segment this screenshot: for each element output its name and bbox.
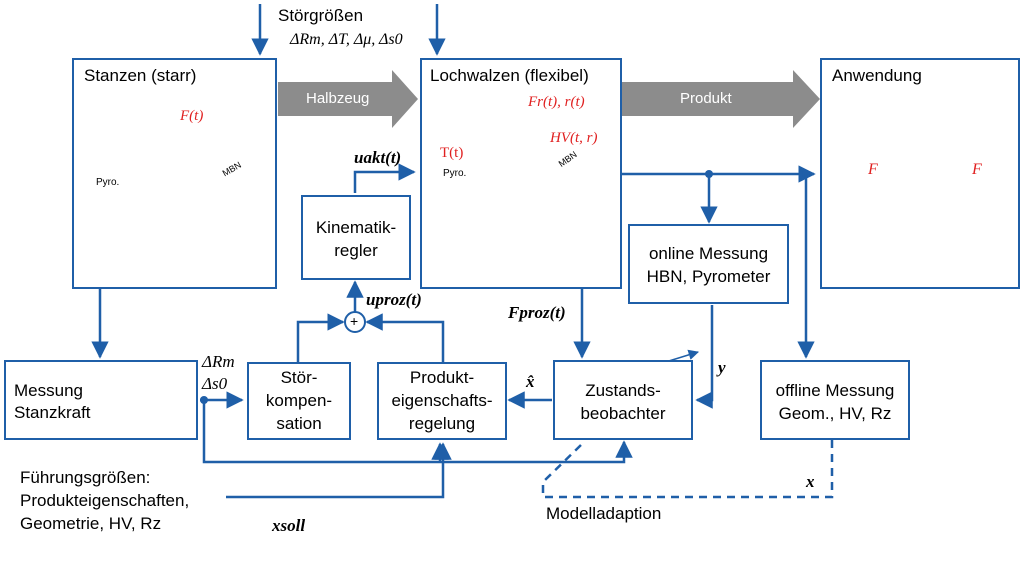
- disturbance-variables: ΔRm, ΔT, Δμ, Δs0: [290, 31, 403, 48]
- halbzeug-flow-arrow: [278, 70, 418, 128]
- offline-messung-label-1: offline Messung: [775, 381, 895, 400]
- temperature-label: T(t): [440, 145, 464, 161]
- offline-messung-box: [760, 360, 910, 440]
- anwendung-title: Anwendung: [832, 66, 922, 85]
- signal-u-proz: uproz(t): [366, 290, 422, 309]
- lochwalzen-title: Lochwalzen (flexibel): [430, 66, 589, 85]
- signal-y: y: [718, 358, 726, 377]
- anwendung-box: [820, 58, 1020, 289]
- produkteigenschaftsregelung-box: [377, 362, 507, 440]
- stanzen-title: Stanzen (starr): [84, 66, 197, 85]
- signal-x-hat: x̂: [526, 372, 535, 391]
- fuehrung-line-3: Geometrie, HV, Rz: [20, 514, 162, 533]
- zustandsbeobachter-label-2: beobachter: [580, 404, 666, 423]
- lochwalzen-box: [420, 58, 622, 289]
- signal-f-proz: Fproz(t): [508, 303, 566, 322]
- signal-x: x: [806, 472, 815, 491]
- online-messung-label-1: online Messung: [648, 244, 769, 263]
- offline-messung-label-2: Geom., HV, Rz: [778, 404, 892, 423]
- force-stanzen-label: F(t): [180, 108, 204, 124]
- modelladaption-label: Modelladaption: [546, 504, 662, 523]
- kinematikregler-box: [301, 195, 411, 280]
- signal-x-soll: xsoll: [272, 516, 306, 535]
- online-messung-label-2: HBN, Pyrometer: [646, 267, 771, 286]
- fuehrung-line-1: Führungsgrößen:: [20, 468, 151, 487]
- signal-delta-rm: ΔRm: [202, 352, 235, 371]
- stanzen-box: [72, 58, 277, 289]
- online-messung-box: [628, 224, 789, 304]
- stoerkompensation-label-3: sation: [276, 414, 322, 433]
- stoerkompensation-label-1: Stör-: [280, 368, 318, 387]
- disturbance-title: Störgrößen: [278, 6, 364, 25]
- zustandsbeobachter-box: [553, 360, 693, 440]
- pyro-label-stanzen: Pyro.: [96, 177, 120, 188]
- kinematikregler-label-1: Kinematik-: [315, 218, 397, 237]
- produkteigenschaftsregelung-label-3: regelung: [408, 414, 476, 433]
- zustandsbeobachter-label-1: Zustands-: [585, 381, 661, 400]
- signal-u-akt: uakt(t): [354, 148, 402, 167]
- hv-label: HV(t, r): [550, 130, 598, 146]
- produkt-label: Produkt: [680, 90, 732, 107]
- messung-stanzkraft-box: [4, 360, 198, 440]
- halbzeug-label: Halbzeug: [306, 90, 370, 107]
- force-anwendung-left-label: F: [868, 161, 878, 178]
- fuehrung-line-2: Produkteigenschaften,: [20, 491, 190, 510]
- messung-stanzkraft-label-2: Stanzkraft: [14, 403, 91, 422]
- produkteigenschaftsregelung-label-2: eigenschafts-: [391, 391, 493, 410]
- produkteigenschaftsregelung-label-1: Produkt-: [409, 368, 475, 387]
- signal-delta-s0: Δs0: [202, 374, 228, 393]
- produkt-flow-arrow: [622, 70, 820, 128]
- sum-plus-sign: +: [350, 313, 359, 329]
- kinematikregler-label-2: regler: [334, 241, 378, 260]
- stoerkompensation-box: [247, 362, 351, 440]
- stoerkompensation-label-2: kompen-: [265, 391, 333, 410]
- messung-stanzkraft-label-1: Messung: [14, 381, 83, 400]
- force-anwendung-right-label: F: [972, 161, 982, 178]
- pyro-label-walzen: Pyro.: [443, 168, 467, 179]
- force-walzen-label: Fr(t), r(t): [528, 94, 585, 110]
